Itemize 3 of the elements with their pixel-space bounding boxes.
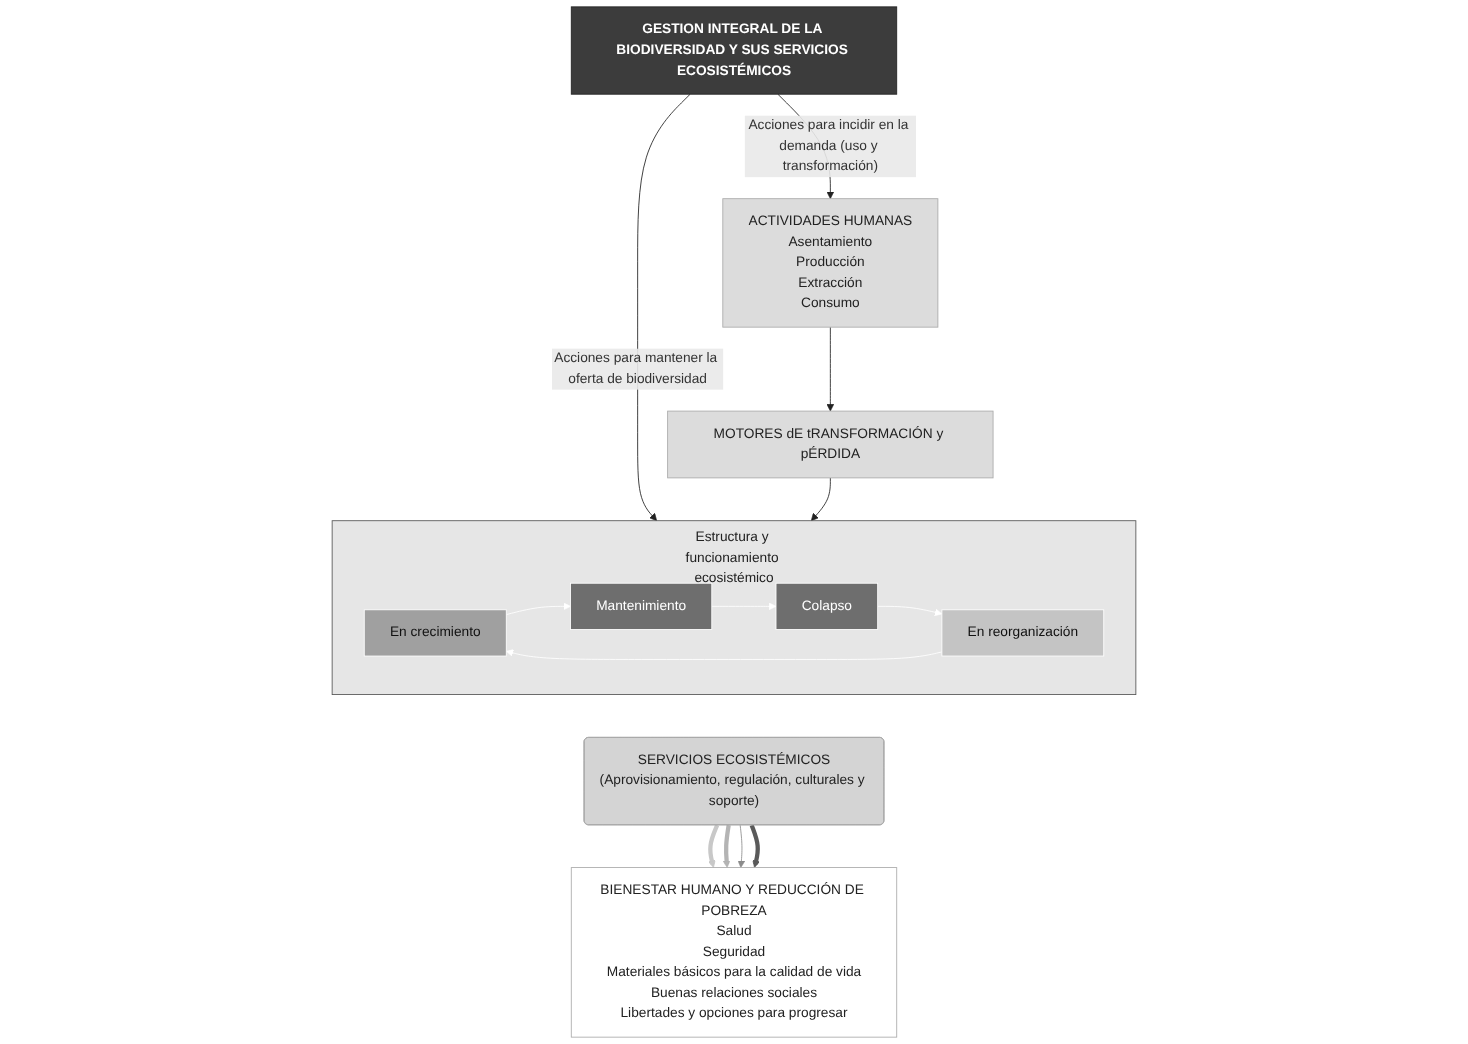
arrow bbox=[749, 824, 760, 868]
arrow bbox=[708, 824, 720, 868]
arrow bbox=[722, 824, 731, 868]
